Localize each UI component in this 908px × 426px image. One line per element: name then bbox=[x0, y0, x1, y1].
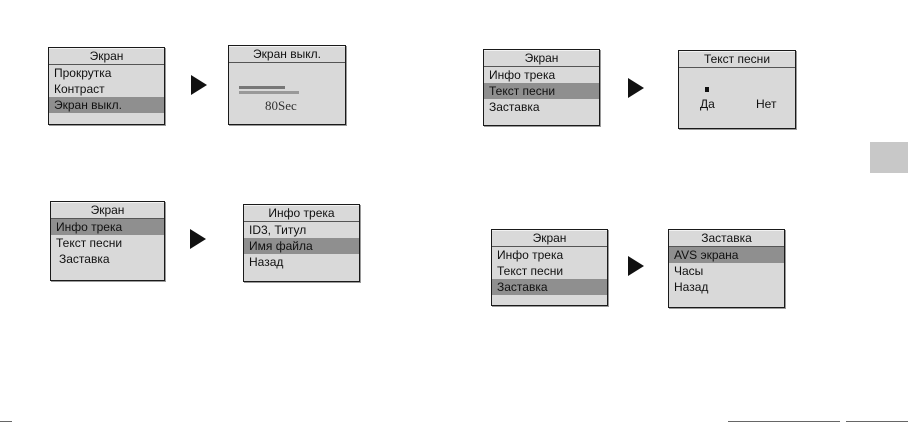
option-back[interactable]: Назад bbox=[669, 279, 784, 295]
screen-off-display: Экран выкл. 80Sec bbox=[228, 45, 346, 125]
screen-menu-3: Экран Инфо трека Текст песни Заставка bbox=[50, 201, 165, 281]
screen-menu-2: Экран Инфо трека Текст песни Заставка bbox=[483, 49, 600, 126]
screen-off-title: Экран выкл. bbox=[229, 46, 345, 63]
menu-item-lyrics[interactable]: Текст песни bbox=[492, 263, 607, 279]
menu-item-track-info[interactable]: Инфо трека bbox=[492, 247, 607, 263]
option-id3-title[interactable]: ID3, Титул bbox=[244, 222, 359, 238]
menu-item-contrast[interactable]: Контраст bbox=[49, 81, 164, 97]
track-info-display: Инфо трека ID3, Титул Имя файла Назад bbox=[243, 204, 360, 282]
menu-title: Экран bbox=[49, 48, 164, 65]
cursor-icon bbox=[705, 87, 709, 92]
menu-item-screensaver[interactable]: Заставка bbox=[51, 251, 164, 267]
option-back[interactable]: Назад bbox=[244, 254, 359, 270]
arrow-right-icon bbox=[628, 256, 644, 276]
option-file-name[interactable]: Имя файла bbox=[244, 238, 359, 254]
option-avs-screen[interactable]: AVS экрана bbox=[669, 247, 784, 263]
menu-item-screensaver[interactable]: Заставка bbox=[492, 279, 607, 295]
screen-menu-1: Экран Прокрутка Контраст Экран выкл. bbox=[48, 47, 165, 125]
menu-title: Экран bbox=[484, 50, 599, 67]
arrow-right-icon bbox=[190, 229, 206, 249]
menu-item-screen-off[interactable]: Экран выкл. bbox=[49, 97, 164, 113]
menu-title: Экран bbox=[492, 230, 607, 247]
menu-item-track-info[interactable]: Инфо трека bbox=[484, 67, 599, 83]
menu-item-lyrics[interactable]: Текст песни bbox=[51, 235, 164, 251]
menu-item-screensaver[interactable]: Заставка bbox=[484, 99, 599, 115]
menu-title: Экран bbox=[51, 202, 164, 219]
screen-menu-4: Экран Инфо трека Текст песни Заставка bbox=[491, 229, 608, 306]
lyrics-display: Текст песни Да Нет bbox=[678, 50, 796, 129]
footer-rule bbox=[846, 421, 908, 422]
footer-rule bbox=[0, 421, 12, 422]
footer-rule bbox=[728, 421, 840, 422]
arrow-right-icon bbox=[628, 78, 644, 98]
timeout-slider-bar bbox=[239, 86, 285, 89]
screensaver-display: Заставка AVS экрана Часы Назад bbox=[668, 229, 785, 308]
track-info-title: Инфо трека bbox=[244, 205, 359, 222]
menu-item-lyrics[interactable]: Текст песни bbox=[484, 83, 599, 99]
timeout-value: 80Sec bbox=[265, 98, 297, 114]
option-no[interactable]: Нет bbox=[756, 97, 776, 111]
screensaver-title: Заставка bbox=[669, 230, 784, 247]
menu-item-scroll[interactable]: Прокрутка bbox=[49, 65, 164, 81]
option-clock[interactable]: Часы bbox=[669, 263, 784, 279]
option-yes[interactable]: Да bbox=[700, 97, 715, 111]
lyrics-title: Текст песни bbox=[679, 51, 795, 68]
arrow-right-icon bbox=[191, 75, 207, 95]
menu-item-track-info[interactable]: Инфо трека bbox=[51, 219, 164, 235]
timeout-slider-track bbox=[239, 91, 299, 94]
section-tab-marker bbox=[870, 142, 908, 173]
